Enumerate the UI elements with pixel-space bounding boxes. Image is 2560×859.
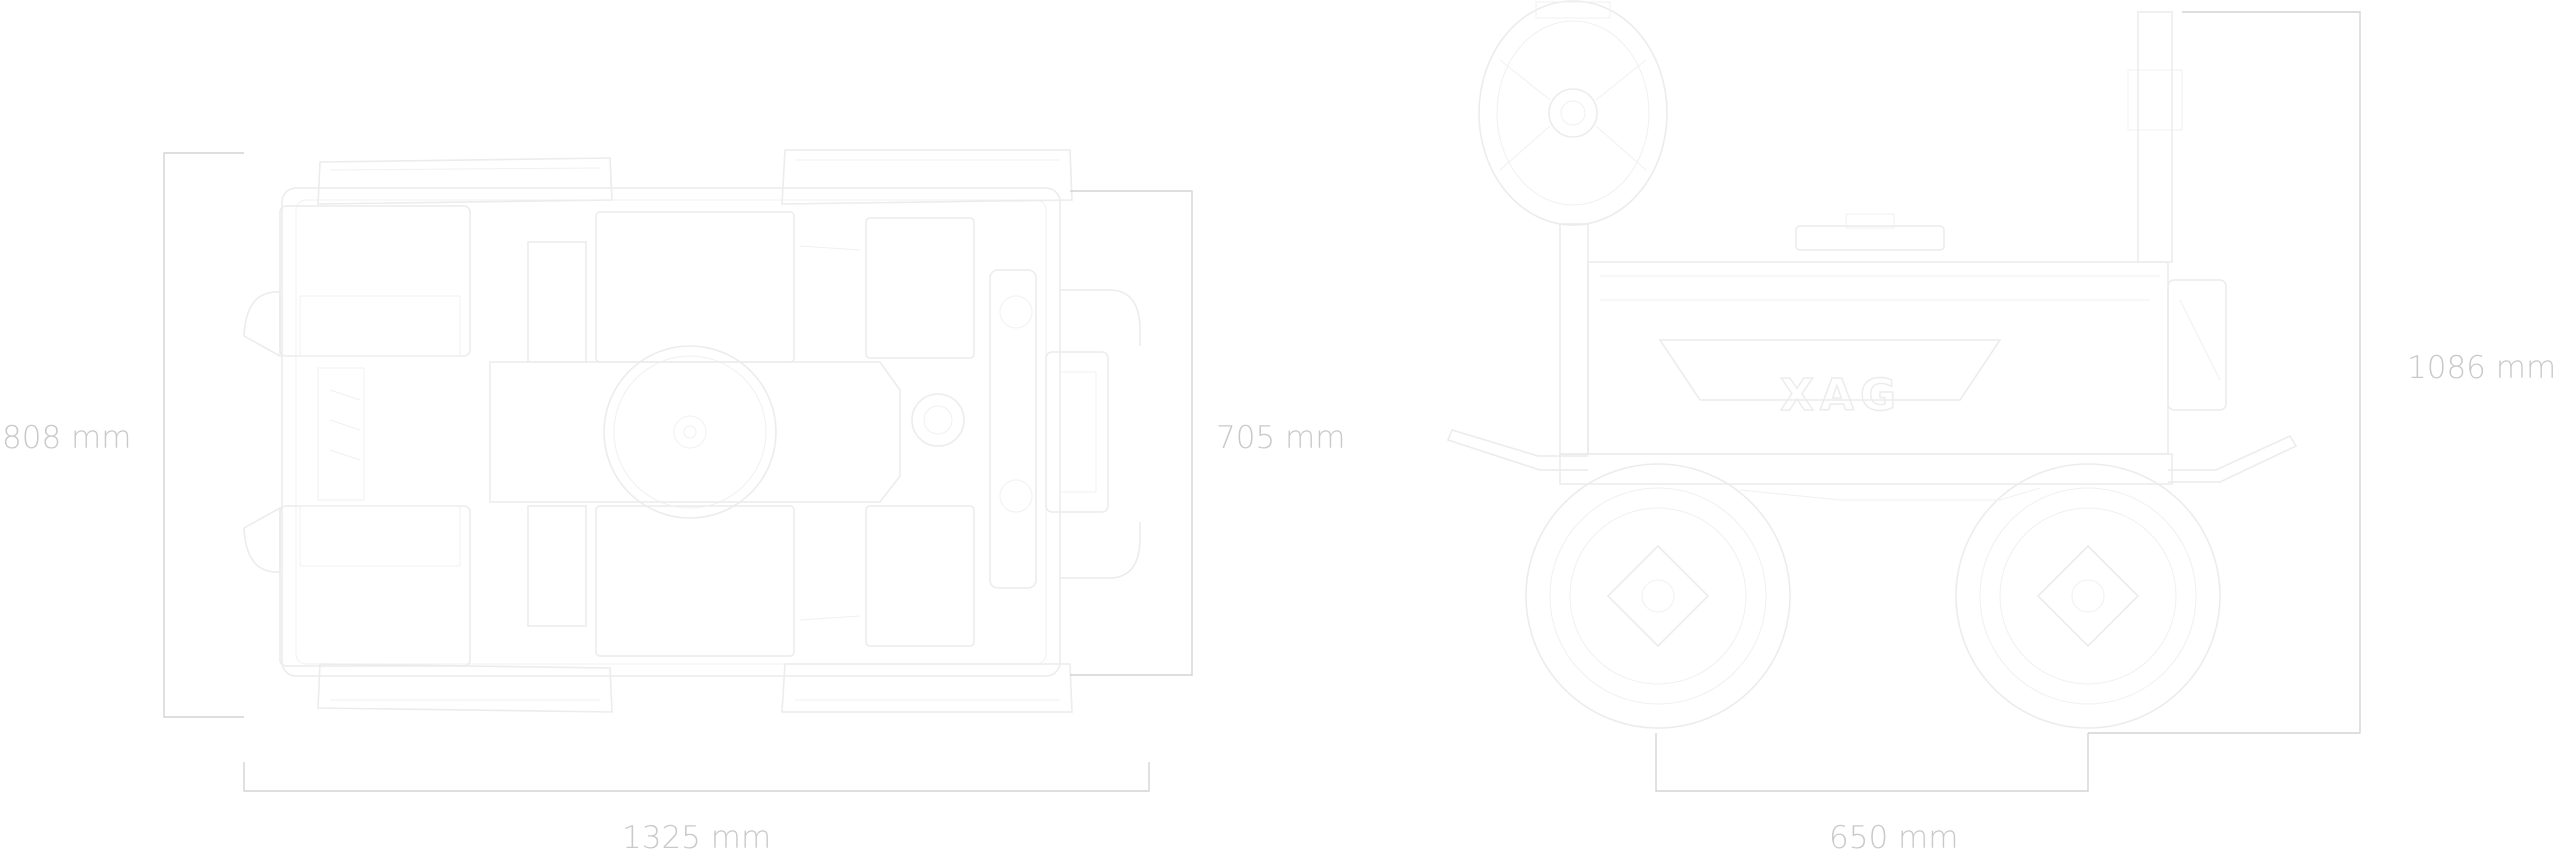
top-body-width-dimension xyxy=(1070,190,1193,676)
side-wheelbase-label: 650 mm xyxy=(1829,820,1958,856)
side-wheelbase-dimension xyxy=(1655,733,2089,792)
side-height-label: 1086 mm xyxy=(2407,350,2556,386)
top-length-dimension xyxy=(243,762,1150,792)
top-width-dimension xyxy=(163,152,244,718)
top-view-robot xyxy=(243,149,1141,713)
side-height-dimension xyxy=(2088,11,2361,734)
top-body-width-label: 705 mm xyxy=(1216,420,1345,456)
brand-logo: XAG xyxy=(1780,370,1902,421)
top-length-label: 1325 mm xyxy=(622,820,771,856)
top-width-label: 808 mm xyxy=(2,420,131,456)
side-view-robot: XAG xyxy=(1446,0,2298,729)
